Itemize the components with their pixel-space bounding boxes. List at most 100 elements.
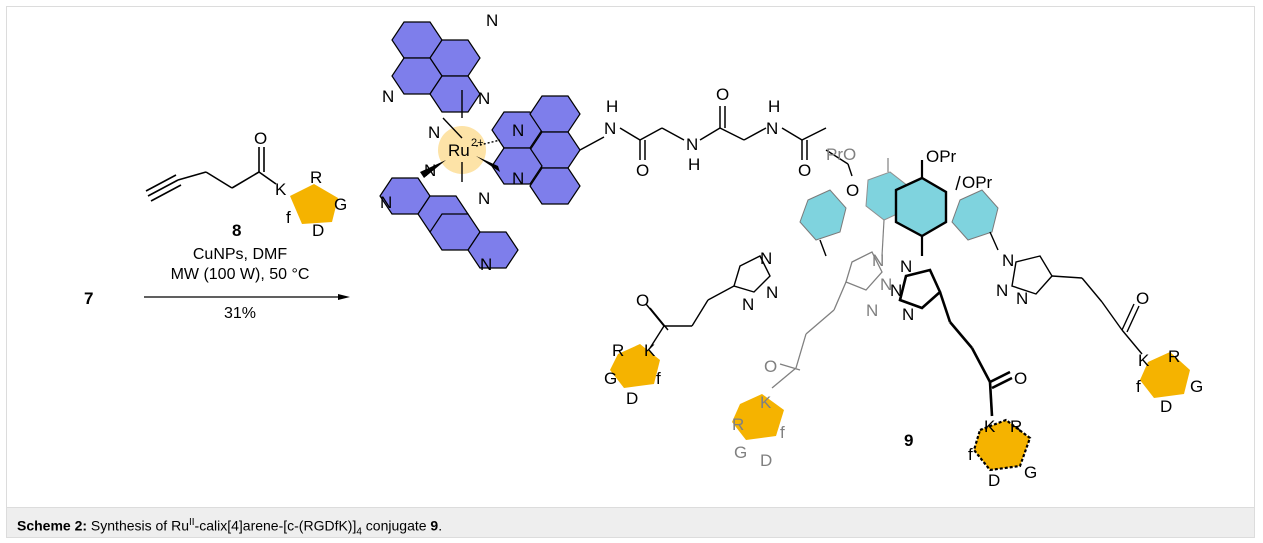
triazole-arm-front [898,268,1013,417]
linker-nh3-h: H [768,97,780,116]
scheme-caption: Scheme 2: Synthesis of RuII-calix[4]aren… [6,508,1255,538]
reagent-8-residue-f: f [286,208,291,227]
left-residue-k: K [644,341,656,360]
pteridine-bottom-n2: N [380,193,392,212]
glycine-linker [579,106,827,160]
reagent-8-residue-g: G [334,195,347,214]
peptide-ring-left [610,344,660,388]
pteridine-top-n2: N [382,87,394,106]
calix-propyl-o: PrO [826,145,856,164]
ru-charge: 2+ [471,137,484,149]
pteridine-top-n1: N [486,11,498,30]
right-residue-g: G [1190,377,1203,396]
ru-center-glow [438,126,486,174]
back-residue-r: R [732,415,744,434]
reagent-8-structure [145,147,277,202]
triazole-left-n1: N [760,249,772,268]
linker-nh2-n: N [686,135,698,154]
triazole-back-n3: N [866,301,878,320]
front-residue-f: f [968,445,973,464]
pteridine-bottom-n4: N [480,255,492,274]
calix-o-left: O [846,181,859,200]
calix-opr-1: OPr [926,147,957,166]
right-residue-k: K [1138,351,1150,370]
arm-left-o: O [636,291,649,310]
right-residue-d: D [1160,397,1172,416]
back-residue-g: G [734,443,747,462]
triazole-arm-back [771,251,883,389]
caption-text-b: -calix[4]arene-[c-(RGDfK)] [194,517,357,534]
caption-subscript: 4 [356,526,362,538]
pteridine-top-n4: N [428,123,440,142]
back-residue-f: f [780,423,785,442]
pteridine-top-n3: N [478,89,490,108]
left-residue-d: D [626,389,638,408]
reagent-8-residue-r: R [310,168,322,187]
back-residue-d: D [760,451,772,470]
triazole-back-n1: N [872,251,884,270]
linker-nh1-h: H [606,97,618,116]
left-residue-f: f [656,369,661,388]
triazole-right-n2: N [996,281,1008,300]
right-residue-r: R [1168,347,1180,366]
peptide-ring-right [1140,352,1190,398]
front-residue-d: D [988,471,1000,490]
caption-text-a: Synthesis of Ru [87,517,189,534]
reaction-arrow [144,294,350,300]
triazole-back-n2: N [880,275,892,294]
product-number-9: 9 [904,431,913,450]
arm-back-o: O [764,357,777,376]
left-residue-r: R [612,341,624,360]
caption-label: Scheme 2: [17,517,88,534]
calix-opr-2: OPr [962,173,993,192]
calixarene-core [799,149,999,257]
arm-front-o: O [1014,369,1027,388]
triazole-front-n3: N [902,305,914,324]
linker-o1: O [636,161,649,180]
reagent-8-residue-k: K [275,180,287,199]
linker-nh2-h: H [688,155,700,174]
starting-material-7: 7 [84,289,93,308]
reaction-scheme-svg: O K R G D f 8 7 CuNPs, DMF MW (100 W), 5… [84,11,1203,490]
triazole-right-n1: N [1002,251,1014,270]
linker-nh3-n: N [766,119,778,138]
triazole-arm-left [645,255,771,349]
linker-o3: O [798,161,811,180]
front-residue-r: R [1010,417,1022,436]
triazole-front-n2: N [890,281,902,300]
back-residue-k: K [760,393,772,412]
caption-text-d: . [438,517,443,534]
scheme-frame [6,6,1255,508]
front-residue-k: K [984,417,996,436]
phen-n1: N [512,121,524,140]
conditions-line-1: CuNPs, DMF [193,246,287,263]
caption-superscript: II [188,517,195,528]
linker-nh1-n: N [604,119,616,138]
triazole-right-n3: N [1016,289,1028,308]
triazole-arm-right [1011,255,1143,355]
linker-o2: O [716,85,729,104]
caption-text-c: conjugate [361,517,431,534]
ru-complex [379,21,581,269]
peptide-ring-front [972,418,1032,472]
reagent-8-residue-d: D [312,221,324,240]
reagent-8-number: 8 [232,221,241,240]
front-residue-g: G [1024,463,1037,482]
triazole-left-n3: N [742,295,754,314]
pteridine-bottom-n3: N [478,189,490,208]
pteridine-bottom-n1: N [424,161,436,180]
peptide-ring-back [732,394,784,440]
reaction-yield: 31% [224,305,256,322]
conditions-line-2: MW (100 W), 50 °C [171,266,310,283]
reagent-8-carbonyl-o: O [254,129,267,148]
right-residue-f: f [1136,377,1141,396]
reagent-8-peptide-ring [290,184,338,224]
phen-n2: N [512,169,524,188]
triazole-left-n2: N [766,283,778,302]
arm-right-o: O [1136,289,1149,308]
left-residue-g: G [604,369,617,388]
ru-metal: Ru [448,141,470,160]
triazole-front-n1: N [900,257,912,276]
caption-compound: 9 [430,517,439,534]
